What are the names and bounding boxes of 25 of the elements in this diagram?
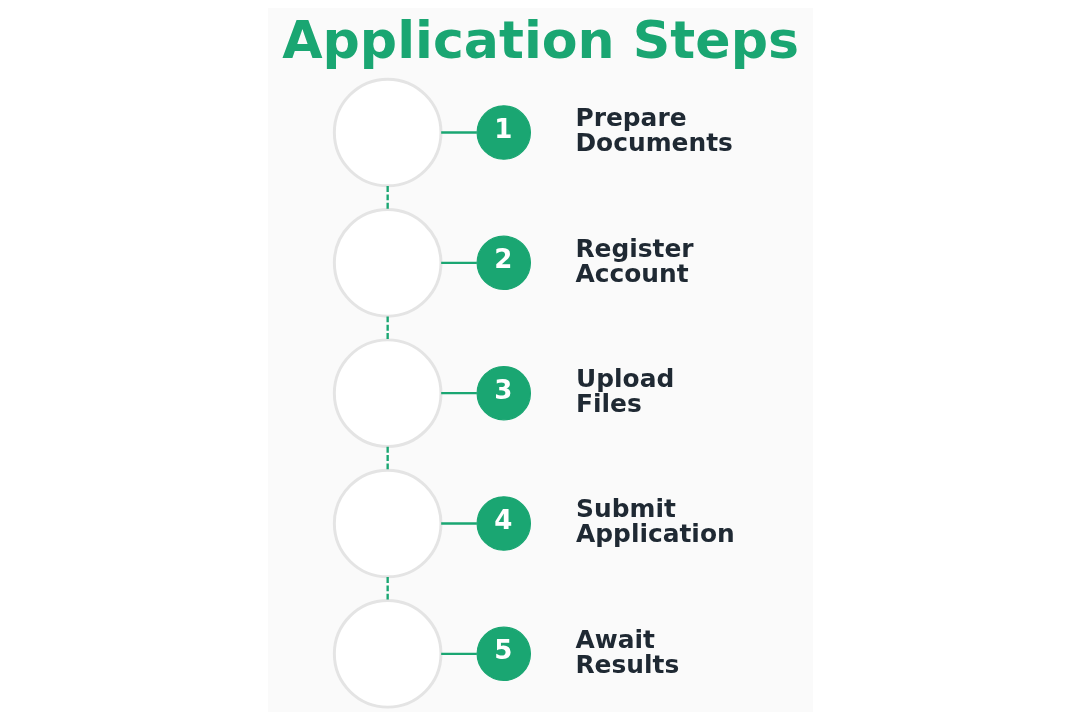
- connector: [440, 392, 477, 395]
- connector: [440, 652, 477, 655]
- node-circle: [332, 208, 442, 318]
- node-circle: 5: [476, 626, 531, 682]
- node-circle: [332, 599, 442, 709]
- node-circle: [332, 77, 442, 188]
- node-label: Submit Application: [575, 494, 735, 549]
- node-circle: 4: [476, 496, 531, 551]
- connector: [440, 261, 477, 265]
- diagram-title: Application Steps: [281, 10, 799, 71]
- connector: [440, 522, 477, 525]
- node-label: Upload Files: [575, 364, 674, 418]
- node-circle: [332, 338, 442, 448]
- node-circle: 3: [476, 365, 531, 421]
- node-label: Register Account: [574, 233, 694, 288]
- connector: [440, 131, 477, 134]
- connector: [385, 186, 389, 210]
- node-label: Prepare Documents: [574, 103, 733, 158]
- node-circle: [332, 468, 442, 579]
- connector: [385, 446, 389, 470]
- connector: [385, 316, 389, 340]
- node-circle: 2: [476, 235, 531, 291]
- node-circle: 1: [476, 105, 531, 160]
- node-label: Await Results: [574, 624, 679, 679]
- connector: [385, 577, 389, 601]
